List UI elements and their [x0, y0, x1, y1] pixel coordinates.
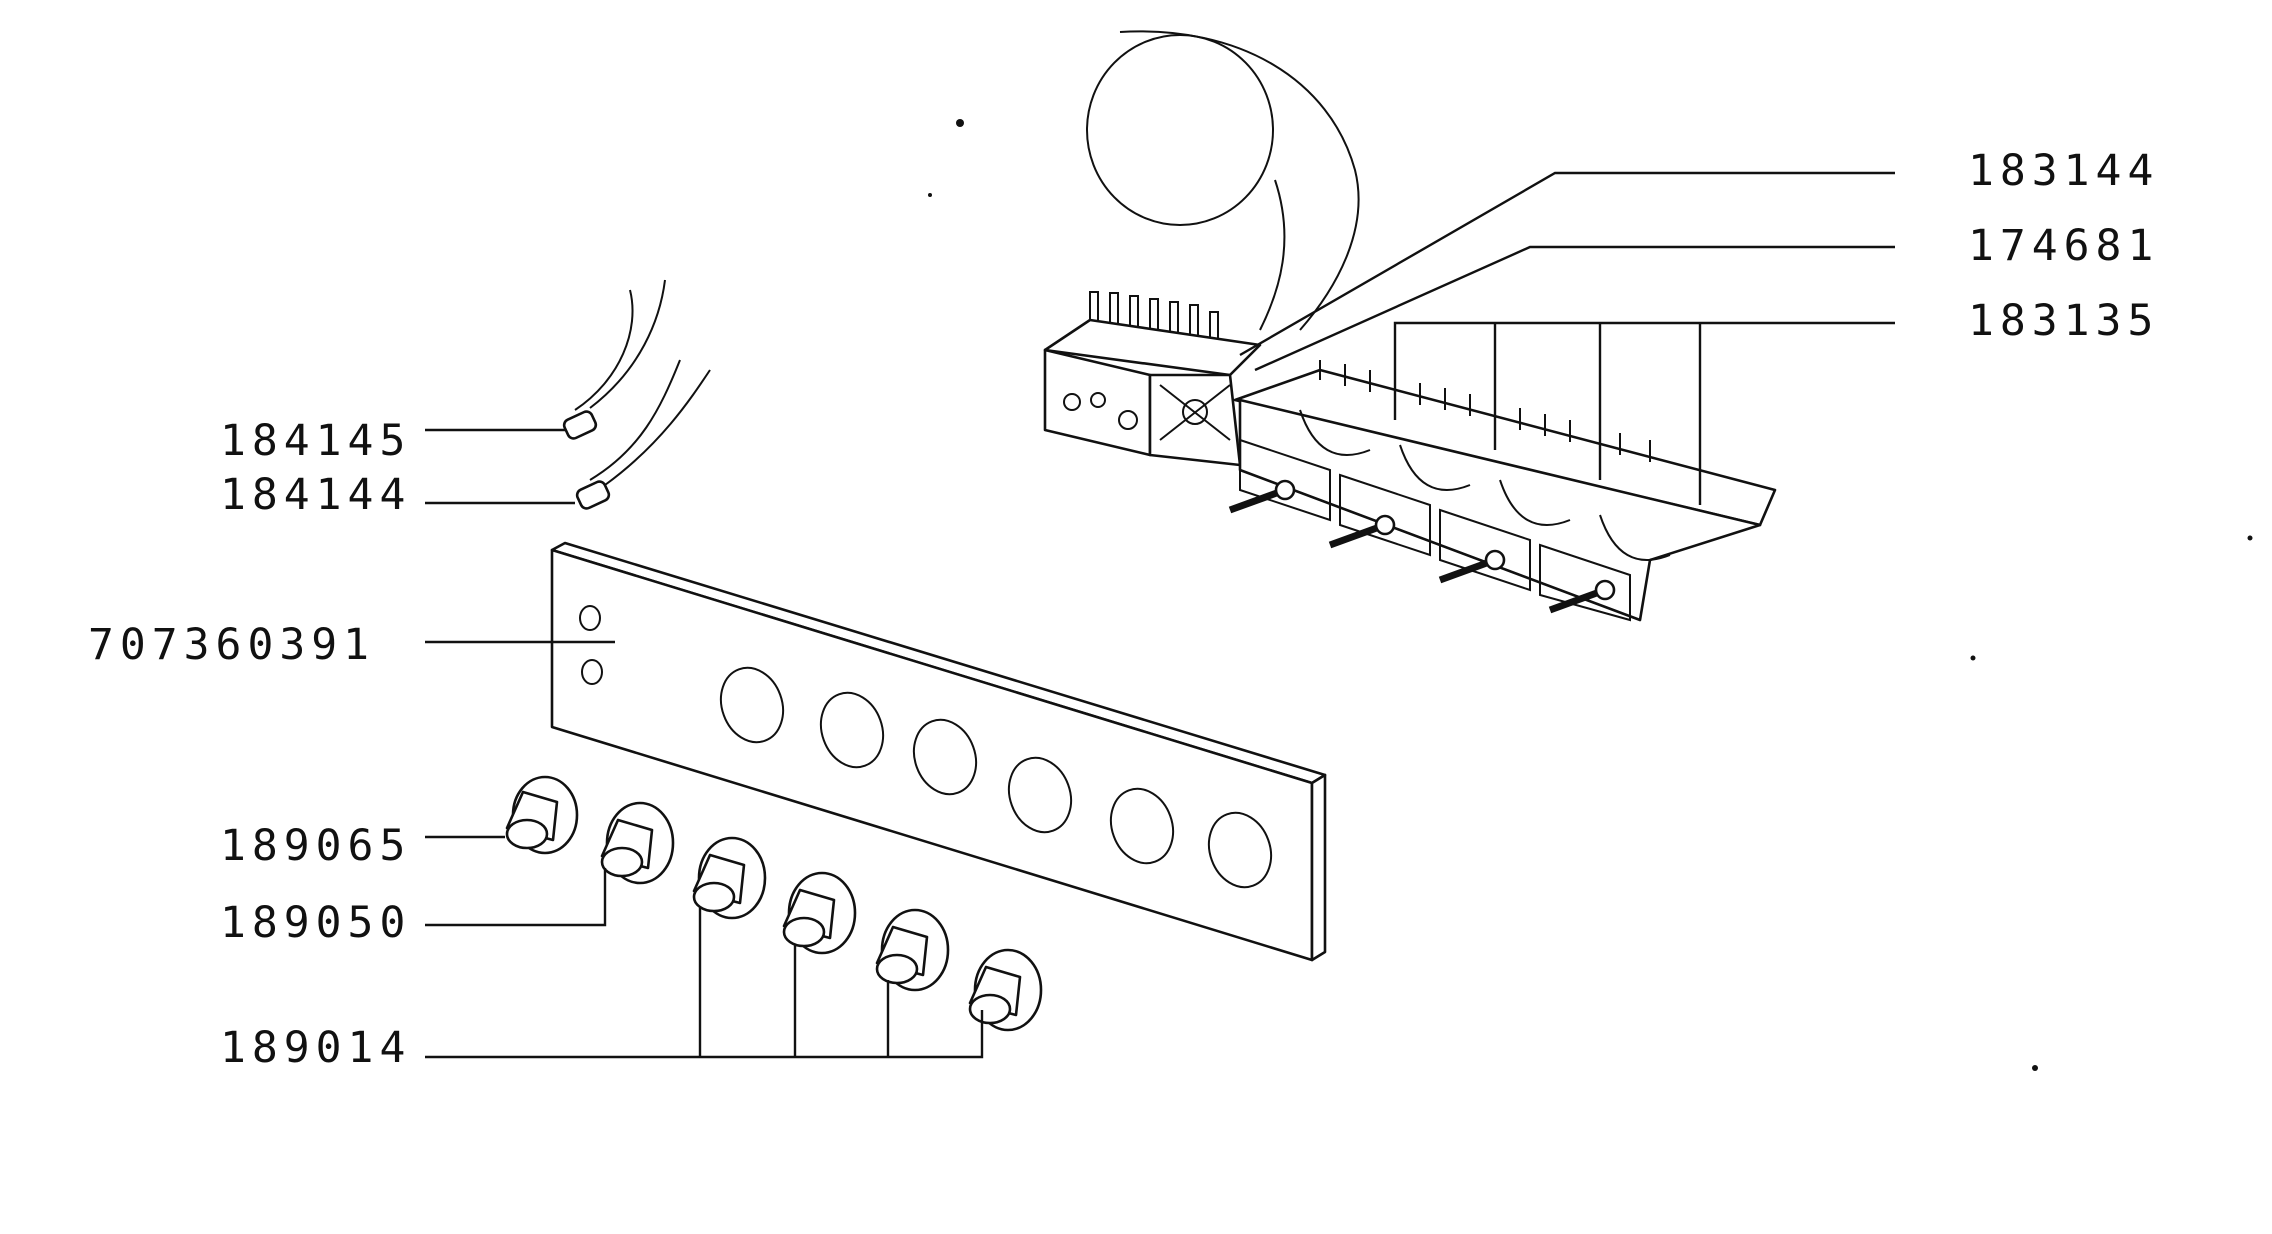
part-number-707360391: 707360391	[88, 620, 375, 670]
part-number-183135: 183135	[1968, 296, 2160, 346]
part-number-189065: 189065	[220, 821, 412, 871]
leader-lines-knobs	[425, 835, 984, 1059]
part-number-174681: 174681	[1968, 221, 2160, 271]
leader-lines-switches	[1239, 171, 1895, 505]
part-number-189014: 189014	[220, 1023, 412, 1073]
part-number-183144: 183144	[1968, 146, 2160, 196]
scan-specks	[928, 119, 2253, 1071]
control-knobs	[505, 775, 1043, 1032]
part-number-184145: 184145	[220, 416, 412, 466]
indicator-lamps	[425, 279, 711, 510]
part-number-189050: 189050	[220, 898, 412, 948]
control-panel	[425, 541, 1327, 962]
part-number-184144: 184144	[220, 470, 412, 520]
capillary-coil	[1086, 30, 1360, 331]
switch-block-assembly	[1043, 291, 1777, 622]
